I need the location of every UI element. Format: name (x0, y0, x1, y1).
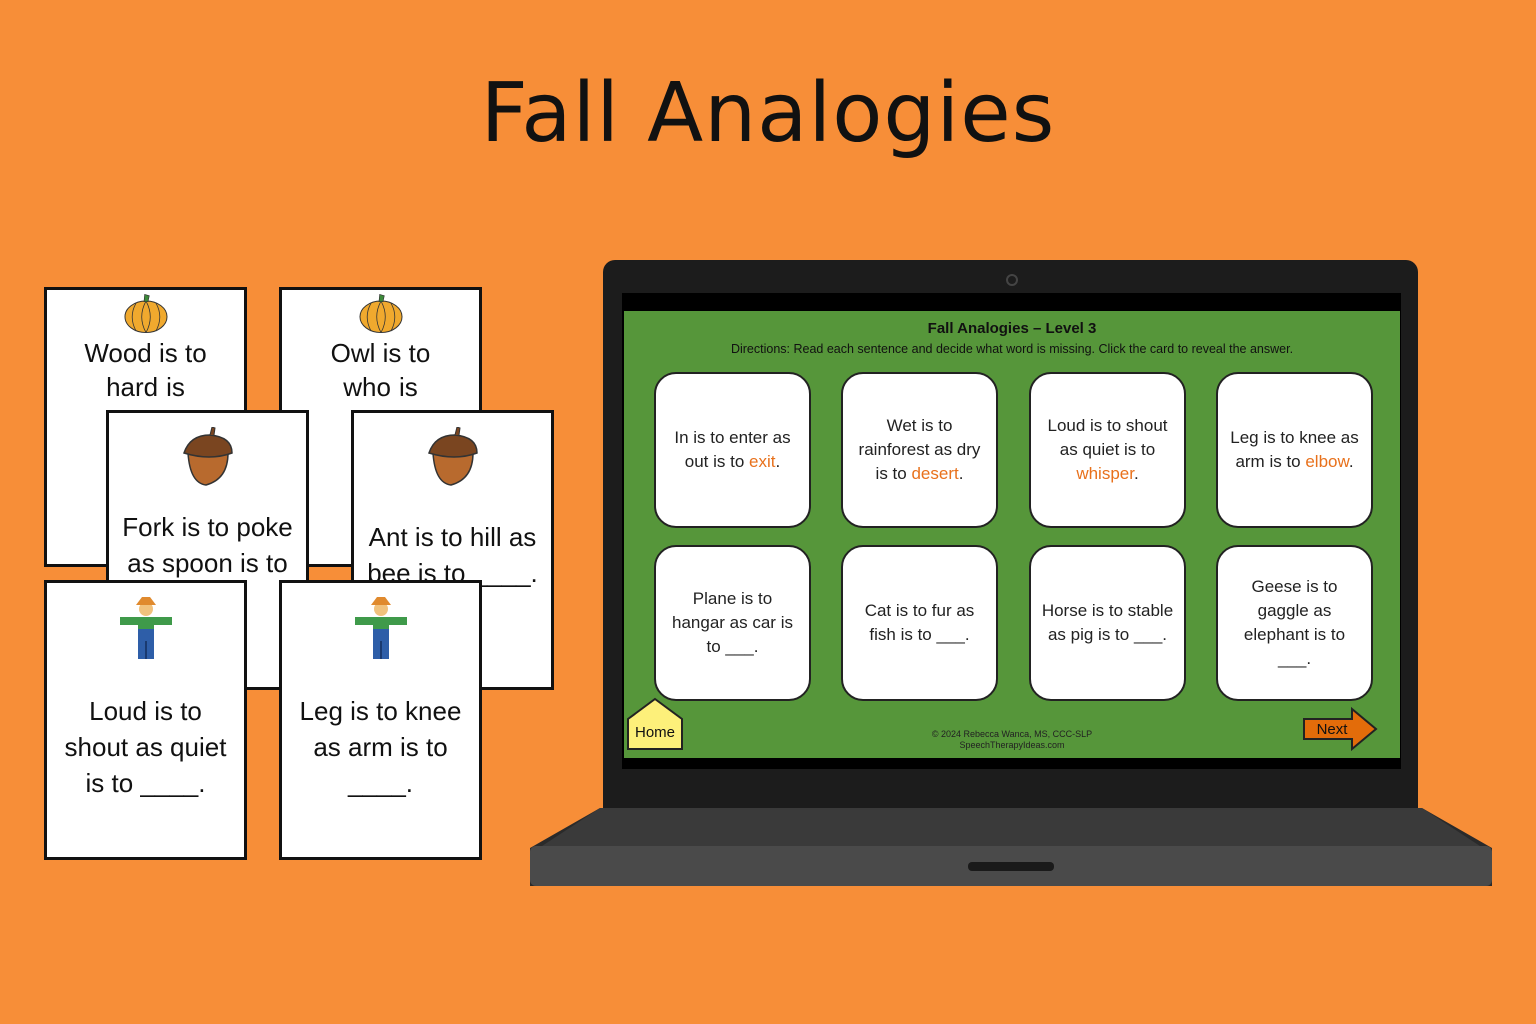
home-label: Home (635, 724, 675, 741)
card-line: Owl is to (330, 338, 431, 368)
card-line: hard (106, 372, 159, 402)
card-line: as spoon is to (127, 548, 288, 578)
next-label: Next (1317, 721, 1349, 738)
card-line: as arm is to (313, 732, 448, 762)
analogy-tile[interactable]: Loud is to shout as quiet is to whisper. (1029, 372, 1186, 528)
tile-prompt: Horse is to stable as pig is to ___. (1041, 601, 1174, 644)
tile-answer: exit (749, 452, 776, 471)
tile-answer: whisper (1076, 464, 1134, 483)
slide-directions: Directions: Read each sentence and decid… (730, 342, 1294, 356)
scarecrow-icon (119, 597, 172, 659)
card-line: ____. (347, 768, 414, 798)
home-button[interactable]: Home (626, 697, 684, 751)
tile-end: . (1348, 452, 1354, 471)
tile-text: Plane is to hangar as car is to ___. (666, 587, 799, 659)
card-line: Wood is to (84, 338, 207, 368)
card-text: Fork is to poke as spoon is to (109, 509, 306, 581)
tile-end: . (1133, 464, 1139, 483)
card-text: Leg is to knee as arm is to ____. (282, 693, 479, 801)
analogy-tile[interactable]: Plane is to hangar as car is to ___. (654, 545, 811, 701)
next-button[interactable]: Next (1302, 707, 1378, 751)
activity-slide: Fall Analogies – Level 3 Directions: Rea… (624, 311, 1400, 758)
page-title: Fall Analogies (480, 66, 1056, 161)
analogy-tile[interactable]: Geese is to gaggle as elephant is to ___… (1216, 545, 1373, 701)
laptop-base (530, 808, 1492, 886)
analogy-card: Loud is to shout as quiet is to ____. (44, 580, 247, 860)
card-line: is (398, 372, 418, 402)
tile-text: Cat is to fur as fish is to ___. (853, 599, 986, 647)
tile-text: Loud is to shout as quiet is to whisper. (1041, 414, 1174, 486)
tile-text: Wet is to rainforest as dry is to desert… (853, 414, 986, 486)
tile-answer: desert (911, 464, 959, 483)
slide-title: Fall Analogies – Level 3 (927, 320, 1097, 337)
tile-answer: elbow (1305, 452, 1349, 471)
tile-text: Horse is to stable as pig is to ___. (1041, 599, 1174, 647)
analogy-tile[interactable]: In is to enter as out is to exit. (654, 372, 811, 528)
tile-text: In is to enter as out is to exit. (666, 426, 799, 474)
copyright: © 2024 Rebecca Wanca, MS, CCC-SLP Speech… (624, 729, 1400, 751)
analogy-tile[interactable]: Horse is to stable as pig is to ___. (1029, 545, 1186, 701)
analogy-tile[interactable]: Cat is to fur as fish is to ___. (841, 545, 998, 701)
card-line: Leg is to knee (299, 696, 462, 726)
analogy-tile[interactable]: Leg is to knee as arm is to elbow. (1216, 372, 1373, 528)
website-text: SpeechTherapyIdeas.com (959, 740, 1065, 750)
card-line: is to ____. (85, 768, 206, 798)
card-text: Loud is to shout as quiet is to ____. (47, 693, 244, 801)
tile-prompt: Leg is to knee as arm is to (1230, 428, 1359, 471)
analogy-card: Leg is to knee as arm is to ____. (279, 580, 482, 860)
card-line: shout as quiet (64, 732, 227, 762)
acorn-icon (182, 427, 233, 486)
scarecrow-icon (354, 597, 407, 659)
tile-prompt: Wet is to rainforest as dry is to (858, 416, 981, 483)
tile-prompt: In is to enter as out is to (674, 428, 791, 471)
card-line: is (166, 372, 185, 402)
pumpkin-icon (123, 294, 168, 334)
pumpkin-icon (358, 294, 403, 334)
tile-text: Leg is to knee as arm is to elbow. (1228, 426, 1361, 474)
copyright-text: © 2024 Rebecca Wanca, MS, CCC-SLP (931, 729, 1093, 739)
tile-text: Geese is to gaggle as elephant is to ___… (1228, 575, 1361, 671)
card-line: Ant is to hill as (368, 522, 537, 552)
tile-end: . (775, 452, 781, 471)
card-line: who (343, 372, 391, 402)
tile-prompt: Plane is to hangar as car is to ___. (672, 589, 793, 656)
tile-prompt: Loud is to shout as quiet is to (1047, 416, 1168, 459)
card-line: Loud is to (89, 696, 202, 726)
webcam-icon (1006, 274, 1018, 286)
tile-prompt: Cat is to fur as fish is to ___. (864, 601, 975, 644)
acorn-icon (427, 427, 478, 486)
tile-end: . (958, 464, 964, 483)
tile-prompt: Geese is to gaggle as elephant is to ___… (1243, 577, 1346, 668)
card-line: Fork is to poke (122, 512, 293, 542)
analogy-tile[interactable]: Wet is to rainforest as dry is to desert… (841, 372, 998, 528)
